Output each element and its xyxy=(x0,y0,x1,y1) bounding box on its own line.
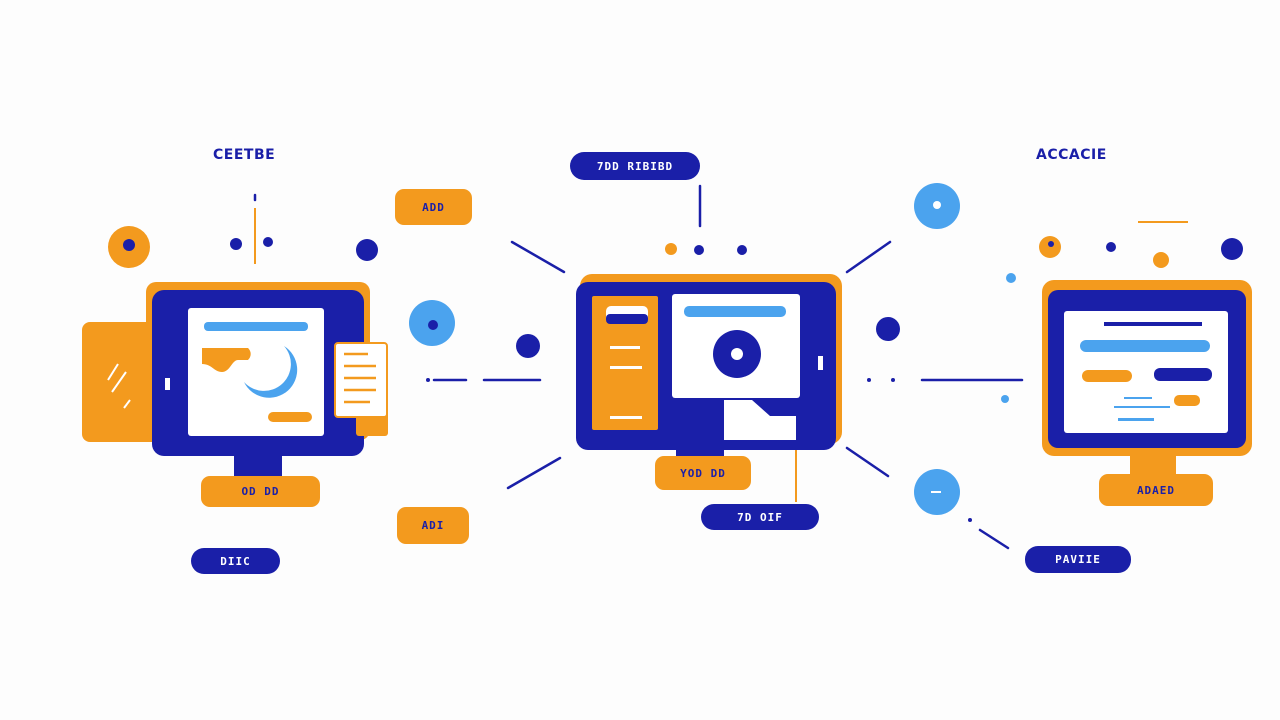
monitor-neck xyxy=(1130,452,1176,476)
pill-right-bottom[interactable]: PAVIIE xyxy=(1025,546,1131,573)
dot xyxy=(665,243,677,255)
side-panel-glare xyxy=(107,363,119,381)
text-line xyxy=(1154,368,1212,381)
dot xyxy=(516,334,540,358)
dot xyxy=(426,378,430,382)
connector-line-to-right-pill xyxy=(978,528,1010,550)
monitor-screen xyxy=(188,308,324,436)
text-line xyxy=(1080,340,1210,352)
monitor-left xyxy=(82,282,388,480)
monitor-middle xyxy=(576,274,842,460)
record-icon-center xyxy=(731,348,743,360)
monitor-button xyxy=(165,378,170,390)
dot xyxy=(230,238,242,250)
monitor-neck xyxy=(676,438,724,460)
decor-dots xyxy=(108,183,1243,522)
sidebar-panel xyxy=(592,296,658,430)
screen-bar xyxy=(204,322,308,331)
monitor-button xyxy=(818,356,823,370)
sidebar-line xyxy=(610,366,642,369)
dot xyxy=(694,245,704,255)
side-panel-glare xyxy=(123,399,131,409)
pill-middle-monitor-base[interactable]: YOD DD xyxy=(655,456,751,490)
dot xyxy=(263,237,273,247)
pill-connector-bottom[interactable]: ADI xyxy=(397,507,469,544)
dot-mark xyxy=(931,491,941,493)
pill-middle-bottom[interactable]: 7D OIF xyxy=(701,504,819,530)
text-line xyxy=(1118,418,1154,421)
connector-line-lower-left xyxy=(506,456,562,490)
dot xyxy=(867,378,871,382)
dot xyxy=(1006,273,1016,283)
side-panel-glare xyxy=(111,371,127,393)
text-line xyxy=(1124,397,1152,399)
pill-left-bottom[interactable]: DIIC xyxy=(191,548,280,574)
pill-left-top[interactable]: ADD xyxy=(395,189,472,225)
connector-line-upper-right xyxy=(845,240,892,274)
sidebar-chip-inner xyxy=(606,314,648,324)
dot xyxy=(428,320,438,330)
pill-middle-top[interactable]: 7DD RIBIBD xyxy=(570,152,700,180)
sidebar-line xyxy=(610,346,640,349)
dot xyxy=(1221,238,1243,260)
monitor-right xyxy=(1042,280,1252,476)
connectors xyxy=(253,184,1024,550)
heading-left: CEETBE xyxy=(213,147,276,163)
dot xyxy=(123,239,135,251)
text-line xyxy=(1114,406,1170,408)
dot xyxy=(876,317,900,341)
moon-icon xyxy=(244,346,298,398)
connector-line-lower-right xyxy=(845,446,890,478)
pill-right-monitor-base[interactable]: ADAED xyxy=(1099,474,1213,506)
dot xyxy=(1001,395,1009,403)
screen-bar xyxy=(684,306,786,317)
dot xyxy=(1153,252,1169,268)
text-line xyxy=(1082,370,1132,382)
text-line xyxy=(1174,395,1200,406)
dot xyxy=(933,201,941,209)
screen-blob xyxy=(202,348,251,372)
dot xyxy=(356,239,378,261)
dot xyxy=(968,518,972,522)
pill-left-monitor-base[interactable]: OD DD xyxy=(201,476,320,507)
dot xyxy=(1106,242,1116,252)
screen-fold xyxy=(724,400,796,440)
dot xyxy=(1048,241,1054,247)
document-icon xyxy=(334,342,388,418)
connector-line-upper-left xyxy=(510,240,566,274)
dot xyxy=(1039,236,1061,258)
dot xyxy=(891,378,895,382)
heading-right: ACCACIE xyxy=(1036,147,1107,163)
screen-bar xyxy=(268,412,312,422)
sidebar-line xyxy=(610,416,642,419)
dot xyxy=(737,245,747,255)
text-line xyxy=(1104,322,1202,326)
monitor-neck xyxy=(234,454,282,480)
text-lines-icon xyxy=(1080,322,1212,421)
